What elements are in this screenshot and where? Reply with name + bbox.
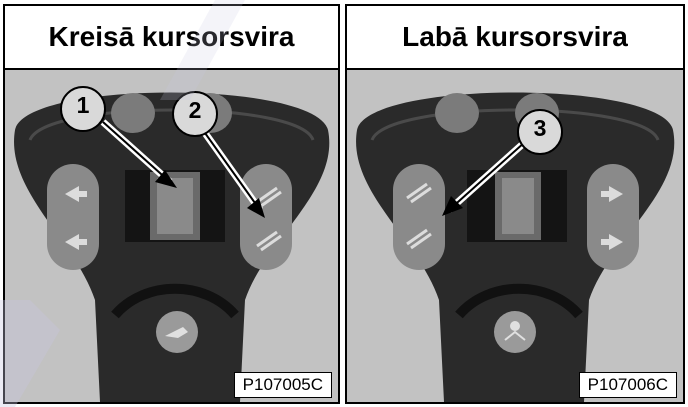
left-joystick-panel: Kreisā kursorsvira <box>3 4 340 404</box>
right-panel-title: Labā kursorsvira <box>347 6 683 70</box>
left-figure-code: P107005C <box>234 372 332 398</box>
left-panel-title: Kreisā kursorsvira <box>5 6 338 70</box>
callout-1: 1 <box>72 92 94 119</box>
left-joystick-photo: 1 2 P107005C <box>5 70 338 402</box>
joystick-handle-icon <box>5 70 338 402</box>
right-joystick-photo: 3 P107006C <box>347 70 683 402</box>
right-figure-code: P107006C <box>579 372 677 398</box>
right-joystick-panel: Labā kursorsvira <box>345 4 685 404</box>
callout-2: 2 <box>184 97 206 124</box>
callout-3: 3 <box>529 115 551 142</box>
rocker-switch-icon <box>347 70 683 402</box>
